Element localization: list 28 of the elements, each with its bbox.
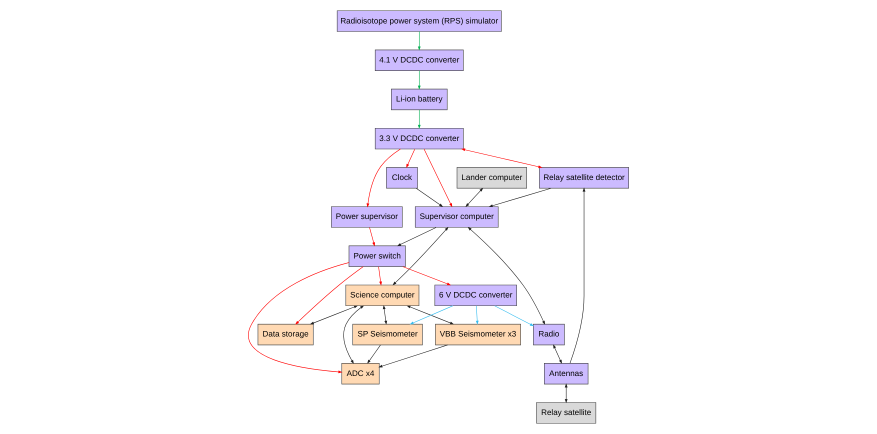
arrow xyxy=(248,262,350,374)
arrow xyxy=(295,266,364,325)
arrow xyxy=(570,188,586,364)
arrow xyxy=(397,227,436,246)
arrow xyxy=(392,226,449,286)
arrow xyxy=(465,188,484,208)
arrow xyxy=(468,226,546,325)
arrow xyxy=(476,306,479,325)
arrow xyxy=(310,306,358,324)
arrow xyxy=(402,266,452,286)
arrow xyxy=(424,148,452,208)
arrow xyxy=(378,266,382,286)
arrow xyxy=(418,110,421,129)
arrow xyxy=(564,383,568,404)
arrow xyxy=(343,305,364,364)
arrow xyxy=(378,344,448,368)
arrow xyxy=(366,148,401,208)
arrow xyxy=(461,148,542,168)
arrow xyxy=(494,306,534,326)
arrow xyxy=(367,344,381,364)
arrow xyxy=(382,305,388,325)
arrow xyxy=(369,227,375,246)
arrow xyxy=(488,188,552,208)
arrow xyxy=(553,344,562,364)
arrow xyxy=(416,188,444,207)
arrow xyxy=(418,31,421,51)
arrow xyxy=(406,148,416,168)
arrow xyxy=(418,70,421,90)
